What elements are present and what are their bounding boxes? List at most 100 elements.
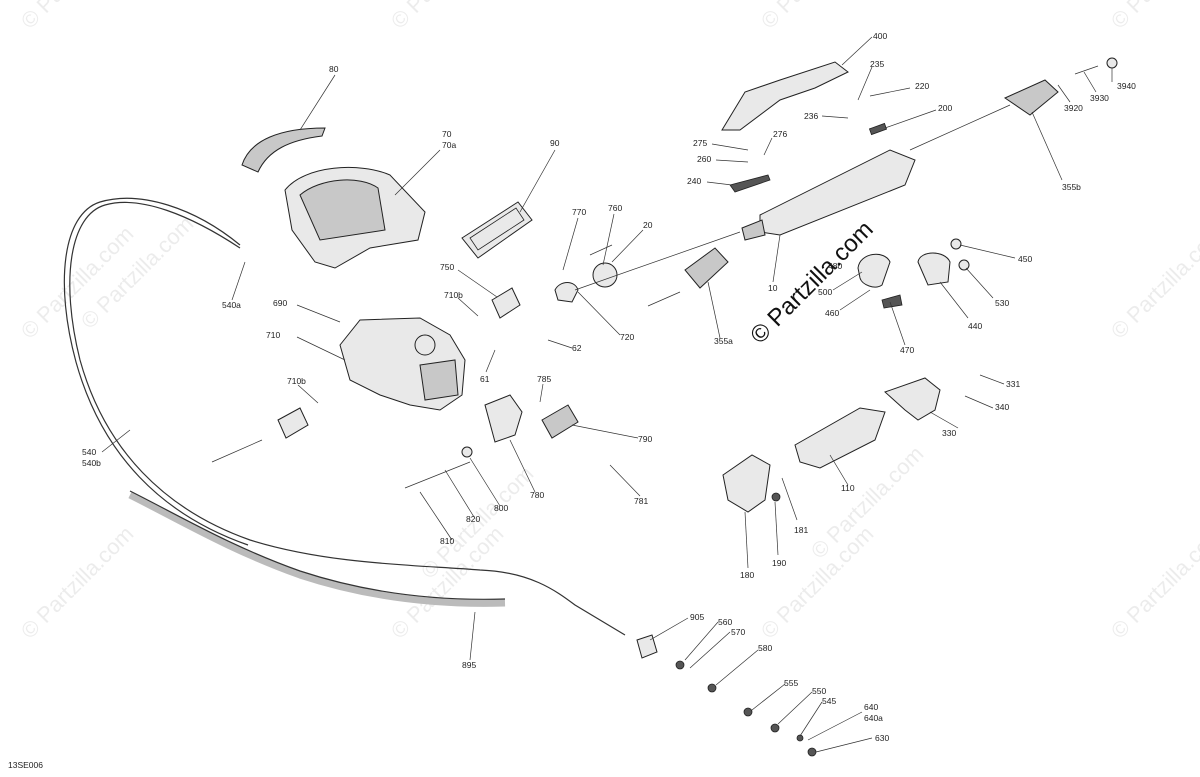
callout-3940: 3940 bbox=[1117, 81, 1136, 91]
callout-630: 630 bbox=[875, 733, 889, 743]
part-895-hose bbox=[128, 491, 506, 607]
part-355a-grip bbox=[684, 247, 729, 289]
callout-785: 785 bbox=[537, 374, 551, 384]
shaft-axis-right bbox=[909, 104, 1011, 151]
callout-530: 530 bbox=[995, 298, 1009, 308]
callout-80: 80 bbox=[329, 64, 339, 74]
part-530-knob bbox=[958, 259, 970, 271]
callout-540: 540 bbox=[82, 447, 96, 457]
callout-710: 710 bbox=[266, 330, 280, 340]
shaft-axis-left bbox=[574, 231, 741, 291]
part-810-bolt bbox=[211, 439, 263, 463]
part-190-nut bbox=[771, 492, 781, 502]
part-540-cable bbox=[69, 201, 626, 636]
callout-200: 200 bbox=[938, 103, 952, 113]
callout-440: 440 bbox=[968, 321, 982, 331]
callout-810: 810 bbox=[440, 536, 454, 546]
part-70-window bbox=[299, 179, 386, 241]
part-330-housing bbox=[884, 377, 941, 421]
callout-110: 110 bbox=[841, 483, 855, 493]
part-555-nut bbox=[743, 707, 753, 717]
part-810-bolt-2 bbox=[404, 461, 471, 489]
part-800-grommet bbox=[461, 446, 473, 458]
part-710b-bushing bbox=[277, 407, 309, 439]
callout-276: 276 bbox=[773, 129, 787, 139]
part-90-gasket-inner bbox=[469, 207, 525, 251]
callout-545: 545 bbox=[822, 696, 836, 706]
callout-500: 500 bbox=[818, 287, 832, 297]
watermark: © Partzilla.com bbox=[386, 0, 509, 34]
callout-570: 570 bbox=[731, 627, 745, 637]
part-895-hose-outline bbox=[129, 490, 506, 600]
part-750-boot bbox=[491, 287, 521, 319]
callout-460: 460 bbox=[825, 308, 839, 318]
callout-640: 640 bbox=[864, 702, 878, 712]
watermark: © Partzilla.com bbox=[16, 0, 139, 34]
callout-70: 70 bbox=[442, 129, 452, 139]
watermark: © Partzilla.com bbox=[756, 0, 879, 34]
callout-770: 770 bbox=[572, 207, 586, 217]
callout-580: 580 bbox=[758, 643, 772, 653]
callout-560: 560 bbox=[718, 617, 732, 627]
callout-555: 555 bbox=[784, 678, 798, 688]
callout-181: 181 bbox=[794, 525, 808, 535]
part-580-nut bbox=[707, 683, 717, 693]
callout-235: 235 bbox=[870, 59, 884, 69]
callout-710b-2: 710b bbox=[287, 376, 306, 386]
leader-lines bbox=[101, 36, 1113, 753]
callout-3930: 3930 bbox=[1090, 93, 1109, 103]
part-710-vents bbox=[419, 359, 459, 401]
callout-750: 750 bbox=[440, 262, 454, 272]
callout-820: 820 bbox=[466, 514, 480, 524]
callout-90: 90 bbox=[550, 138, 560, 148]
callout-800: 800 bbox=[494, 503, 508, 513]
part-90-gasket bbox=[461, 201, 533, 259]
callout-640a: 640a bbox=[864, 713, 883, 723]
callout-550: 550 bbox=[812, 686, 826, 696]
callout-720: 720 bbox=[620, 332, 634, 342]
callout-540a: 540a bbox=[222, 300, 241, 310]
part-20-ring bbox=[592, 262, 618, 288]
part-460-bracket bbox=[881, 294, 903, 309]
callout-70a: 70a bbox=[442, 140, 456, 150]
callout-275: 275 bbox=[693, 138, 707, 148]
part-545-nut bbox=[796, 734, 804, 742]
callout-236: 236 bbox=[804, 111, 818, 121]
watermark: © Partzilla.com bbox=[1106, 221, 1200, 344]
callout-781: 781 bbox=[634, 496, 648, 506]
part-240-lever bbox=[729, 174, 771, 193]
part-720-collar bbox=[554, 282, 579, 303]
callout-330: 330 bbox=[942, 428, 956, 438]
diagram-code: 13SE006 bbox=[8, 760, 43, 770]
watermark-center: © Partzilla.com bbox=[745, 216, 878, 349]
callout-340: 340 bbox=[995, 402, 1009, 412]
callout-labels: 80 70 70a 90 770 760 20 750 710b 690 710… bbox=[82, 31, 1136, 743]
part-180-switch bbox=[722, 454, 771, 513]
callout-20: 20 bbox=[643, 220, 653, 230]
callout-790: 790 bbox=[638, 434, 652, 444]
callout-331: 331 bbox=[1006, 379, 1020, 389]
part-560-nut bbox=[675, 660, 685, 670]
part-20-pin bbox=[647, 291, 681, 307]
part-550-nut bbox=[770, 723, 780, 733]
watermark: © Partzilla.com bbox=[1106, 0, 1200, 34]
callout-480: 480 bbox=[828, 261, 842, 271]
part-440-switch bbox=[917, 252, 951, 286]
callout-62: 62 bbox=[572, 343, 582, 353]
part-500-clamp bbox=[857, 253, 891, 288]
callout-61: 61 bbox=[480, 374, 490, 384]
callout-905: 905 bbox=[690, 612, 704, 622]
callout-450: 450 bbox=[1018, 254, 1032, 264]
watermark: © Partzilla.com bbox=[16, 521, 139, 644]
callout-710b: 710b bbox=[444, 290, 463, 300]
part-200-clip bbox=[868, 122, 888, 136]
part-630-screw bbox=[807, 747, 817, 757]
part-10-handlebar-end bbox=[741, 219, 766, 241]
part-110-panel bbox=[794, 407, 886, 469]
part-80-cover bbox=[241, 127, 326, 173]
part-905-fitting bbox=[636, 634, 658, 659]
part-450-knob bbox=[950, 238, 962, 250]
part-400-top-cover bbox=[721, 61, 849, 131]
callout-895: 895 bbox=[462, 660, 476, 670]
callout-260: 260 bbox=[697, 154, 711, 164]
